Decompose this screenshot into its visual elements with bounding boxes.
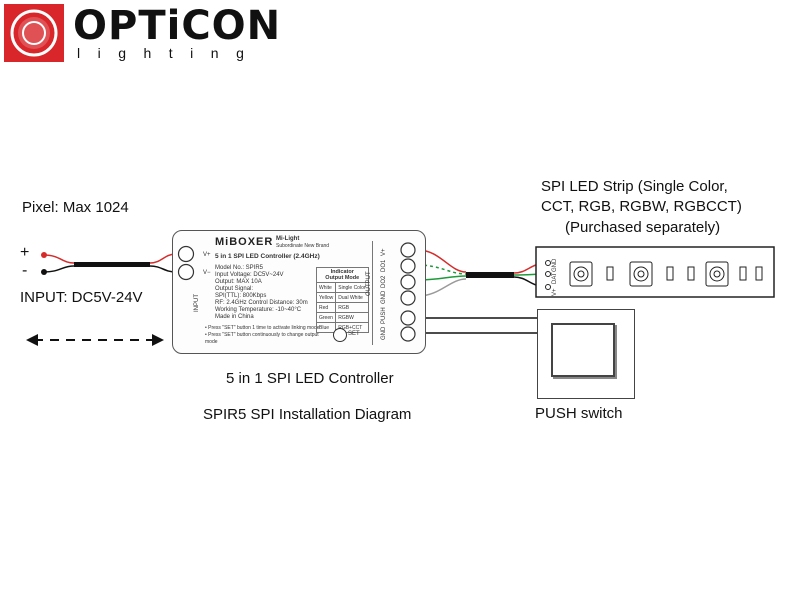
table-cell: RGB xyxy=(335,302,369,313)
strip-led-1 xyxy=(569,261,593,287)
minus-label: - xyxy=(22,262,28,279)
input-vplus-label: V+ xyxy=(203,252,211,258)
spec-line: RF: 2.4GHz Control Distance: 30m xyxy=(215,300,308,306)
strip-pin-gnd: GND xyxy=(552,258,558,272)
strip-caption-line1: SPI LED Strip (Single Color, xyxy=(541,178,728,195)
output-wire-green-dashed xyxy=(417,264,467,275)
strip-resistor-3 xyxy=(687,266,695,281)
controller-caption: 5 in 1 SPI LED Controller xyxy=(226,370,394,387)
controller-box xyxy=(172,230,426,354)
output-side-label: OUTPUT xyxy=(366,271,372,296)
port-label-do2: DO2 xyxy=(381,275,387,288)
brand-subtitle: lighting xyxy=(77,45,262,61)
led-strip-body xyxy=(535,246,775,298)
input-label: INPUT: DC5V-24V xyxy=(20,289,143,306)
output-terminals xyxy=(400,242,416,342)
table-cell: White xyxy=(315,282,337,293)
plus-label: + xyxy=(20,244,30,261)
input-side-label: INPUT xyxy=(194,294,200,312)
table-cell: RGBW xyxy=(335,312,369,323)
port-label-gnd1: GND xyxy=(381,290,387,304)
spec-line: Model No.: SPIR5 xyxy=(215,265,264,271)
port-label-vplus: V+ xyxy=(381,248,387,256)
strip-resistor-2 xyxy=(666,266,674,281)
device-model-title: 5 in 1 SPI LED Controller (2.4GHz) xyxy=(215,253,320,260)
strip-caption-line2: CCT, RGB, RGBW, RGBCCT) xyxy=(541,198,742,215)
brand-logo-icon xyxy=(4,4,64,62)
push-switch-label: PUSH switch xyxy=(535,405,623,422)
strip-caption-line3: (Purchased separately) xyxy=(565,219,721,236)
spec-line: SPI(TTL): 800Kbps xyxy=(215,293,267,299)
table-header-indicator: Indicator xyxy=(330,269,354,275)
table-cell: Green xyxy=(315,312,337,323)
port-label-gnd2: GND xyxy=(381,326,387,340)
brand-name: OPTiCON xyxy=(73,3,282,49)
table-cell: Dual White xyxy=(335,292,369,303)
table-cell: Red xyxy=(315,302,337,313)
output-port-panel xyxy=(372,241,419,345)
spec-line: Input Voltage: DC5V~24V xyxy=(215,272,284,278)
strip-pad-3 xyxy=(545,284,551,290)
strip-led-3 xyxy=(705,261,729,287)
table-header-mode: Output Mode xyxy=(325,275,360,281)
strip-pad-2 xyxy=(545,271,551,277)
controller-input-terminals xyxy=(177,245,195,281)
note-line: mode xyxy=(205,339,218,345)
push-switch-button[interactable] xyxy=(551,323,615,377)
device-specs: Model No.: SPIR5 Input Voltage: DC5V~24V… xyxy=(215,265,308,321)
table-header-row: Indicator Output Mode xyxy=(316,267,369,283)
table-header-cell: Indicator Output Mode xyxy=(316,267,369,283)
spec-line: Output: MAX 10A xyxy=(215,279,262,285)
port-label-do1: DO1 xyxy=(381,259,387,272)
distance-arrow-left xyxy=(26,334,38,346)
table-cell: Single Color xyxy=(335,282,369,293)
note-line: • Press "SET" button continuously to cha… xyxy=(205,332,319,338)
spec-line: Output Signal: xyxy=(215,286,254,292)
diagram-title: SPIR5 SPI Installation Diagram xyxy=(203,406,412,423)
strip-resistor-1 xyxy=(606,266,614,281)
strip-resistor-4 xyxy=(739,266,747,281)
spec-line: Working Temperature: -10~40°C xyxy=(215,307,302,313)
pixel-label: Pixel: Max 1024 xyxy=(22,199,129,216)
device-brand-tag2: Subordinate New Brand xyxy=(276,243,330,249)
table-cell: Blue xyxy=(315,322,337,333)
strip-pin-dat: DAT xyxy=(552,272,558,284)
spec-line: Made in China xyxy=(215,314,254,320)
port-label-push: PUSH xyxy=(381,307,387,324)
distance-arrow-right xyxy=(152,334,164,346)
set-button[interactable] xyxy=(333,328,347,342)
strip-led-2 xyxy=(629,261,653,287)
strip-resistor-5 xyxy=(755,266,763,281)
device-brand: MiBOXER xyxy=(215,236,274,248)
table-cell: Yellow xyxy=(315,292,337,303)
device-brand-tag: Mi-Light xyxy=(276,236,300,242)
input-vminus-label: V− xyxy=(203,270,211,276)
table-cell: RGB+CCT xyxy=(335,322,369,333)
set-label: SET xyxy=(348,331,360,337)
input-wire-red xyxy=(43,253,177,264)
device-notes: • Press "SET" button 1 time to activate … xyxy=(205,325,320,346)
strip-pad-1 xyxy=(545,260,551,266)
strip-pin-vplus: V+ xyxy=(552,288,558,296)
note-line: • Press "SET" button 1 time to activate … xyxy=(205,325,320,331)
